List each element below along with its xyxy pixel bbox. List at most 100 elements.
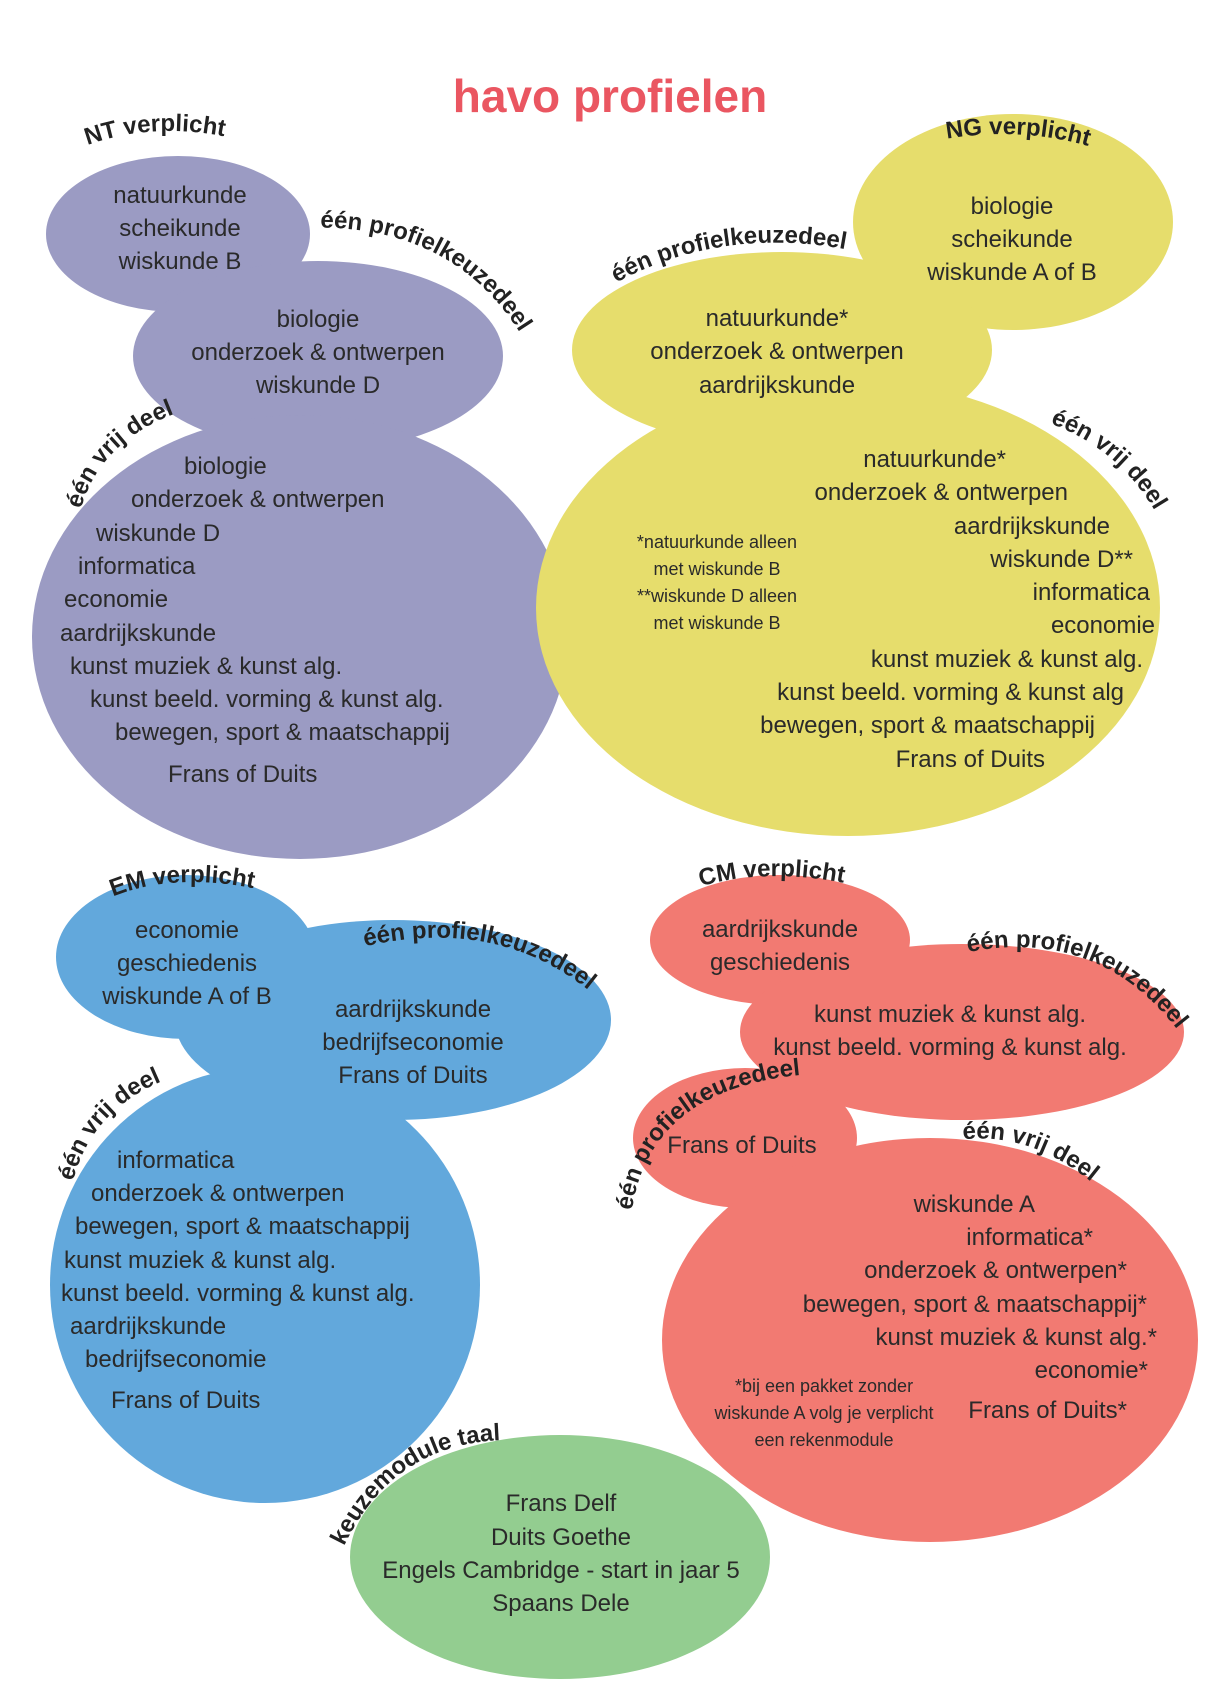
em-vrij-blob xyxy=(50,1067,480,1503)
footnote-line: *natuurkunde alleen xyxy=(637,532,797,552)
cm-footnote: *bij een pakket zonder wiskunde A volg j… xyxy=(713,1376,933,1450)
list-item: kunst beeld. vorming & kunst alg. xyxy=(61,1280,415,1307)
list-item: wiskunde A of B xyxy=(926,259,1096,286)
list-item: bewegen, sport & maatschappij xyxy=(115,719,450,746)
list-item: informatica xyxy=(78,553,196,580)
list-item: bewegen, sport & maatschappij* xyxy=(803,1291,1147,1318)
footnote-line: een rekenmodule xyxy=(754,1430,893,1450)
footnote-line: **wiskunde D alleen xyxy=(637,586,797,606)
list-item: wiskunde D xyxy=(95,520,220,547)
list-item: aardrijkskunde xyxy=(70,1313,226,1340)
list-item: Spaans Dele xyxy=(492,1590,629,1617)
list-item: Frans of Duits xyxy=(168,761,317,788)
ng-footnote: *natuurkunde alleen met wiskunde B **wis… xyxy=(637,532,797,633)
list-item: scheikunde xyxy=(119,215,240,242)
list-item: kunst beeld. vorming & kunst alg. xyxy=(90,686,444,713)
list-item: onderzoek & ontwerpen xyxy=(91,1180,345,1207)
list-item: economie xyxy=(1051,612,1155,639)
list-item: economie xyxy=(64,586,168,613)
ng-vrij-blob xyxy=(536,380,1160,836)
list-item: informatica xyxy=(117,1147,235,1174)
list-item: kunst beeld. vorming & kunst alg. xyxy=(773,1034,1127,1061)
list-item: natuurkunde* xyxy=(863,446,1006,473)
list-item: wiskunde D xyxy=(255,372,380,399)
em-profielkeuze-list: aardrijkskunde bedrijfseconomie Frans of… xyxy=(322,996,503,1089)
list-item: kunst muziek & kunst alg.* xyxy=(876,1324,1157,1351)
list-item: economie* xyxy=(1035,1357,1148,1384)
list-item: Frans Delf xyxy=(506,1490,617,1517)
list-item: kunst muziek & kunst alg. xyxy=(814,1001,1086,1028)
list-item: biologie xyxy=(971,193,1054,220)
taal-blob xyxy=(350,1435,770,1679)
list-item: natuurkunde* xyxy=(706,305,849,332)
list-item: aardrijkskunde xyxy=(699,372,855,399)
ng-profielkeuze-list: natuurkunde* onderzoek & ontwerpen aardr… xyxy=(650,305,904,399)
footnote-line: met wiskunde B xyxy=(653,613,780,633)
cm-shapes xyxy=(633,875,1198,1542)
list-item: geschiedenis xyxy=(710,949,850,976)
cm-profielkeuze1-blob xyxy=(740,944,1184,1120)
ng-vrij-list: natuurkunde* onderzoek & ontwerpen aardr… xyxy=(760,446,1155,773)
list-item: aardrijkskunde xyxy=(335,996,491,1023)
list-item: onderzoek & ontwerpen xyxy=(191,339,445,366)
list-item: onderzoek & ontwerpen* xyxy=(864,1257,1127,1284)
ng-shapes xyxy=(536,114,1173,836)
list-item: aardrijkskunde xyxy=(954,513,1110,540)
nt-profielkeuze-blob xyxy=(133,261,503,451)
list-item: scheikunde xyxy=(951,226,1072,253)
cm-profile: CM verplicht één profielkeuzedeel één pr… xyxy=(611,855,1198,1542)
list-item: Engels Cambridge - start in jaar 5 xyxy=(382,1557,740,1584)
list-item: biologie xyxy=(184,453,267,480)
list-item: geschiedenis xyxy=(117,950,257,977)
list-item: wiskunde B xyxy=(118,248,242,275)
list-item: wiskunde A xyxy=(913,1191,1035,1218)
cm-vrij-list: wiskunde A informatica* onderzoek & ontw… xyxy=(803,1191,1157,1424)
list-item: aardrijkskunde xyxy=(60,620,216,647)
nt-profielkeuze-list: biologie onderzoek & ontwerpen wiskunde … xyxy=(191,306,445,399)
em-profile: EM verplicht één profielkeuzedeel één vr… xyxy=(50,861,611,1503)
taal-module: keuzemodule taal Frans Delf Duits Goethe… xyxy=(325,1419,770,1679)
cm-profielkeuze2-list: Frans of Duits xyxy=(667,1132,816,1159)
list-item: wiskunde D** xyxy=(989,546,1133,573)
nt-vrij-list: biologie onderzoek & ontwerpen wiskunde … xyxy=(60,453,450,788)
footnote-line: *bij een pakket zonder xyxy=(735,1376,913,1396)
nt-verplicht-heading: NT verplicht xyxy=(81,110,228,151)
list-item: Frans of Duits xyxy=(338,1062,487,1089)
list-item: kunst muziek & kunst alg. xyxy=(871,646,1143,673)
list-item: kunst muziek & kunst alg. xyxy=(70,653,342,680)
taal-list: Frans Delf Duits Goethe Engels Cambridge… xyxy=(382,1490,740,1617)
list-item: informatica* xyxy=(966,1224,1093,1251)
list-item: bedrijfseconomie xyxy=(85,1346,266,1373)
list-item: Frans of Duits xyxy=(896,746,1045,773)
cm-profielkeuze1-list: kunst muziek & kunst alg. kunst beeld. v… xyxy=(773,1001,1127,1061)
list-item: Frans of Duits xyxy=(111,1387,260,1414)
list-item: onderzoek & ontwerpen xyxy=(650,338,904,365)
nt-verplicht-list: natuurkunde scheikunde wiskunde B xyxy=(113,182,246,275)
nt-profile: NT verplicht één profielkeuzedeel één vr… xyxy=(32,110,568,859)
list-item: bewegen, sport & maatschappij xyxy=(760,712,1095,739)
ng-verplicht-list: biologie scheikunde wiskunde A of B xyxy=(926,193,1096,286)
list-item: bewegen, sport & maatschappij xyxy=(75,1213,410,1240)
list-item: aardrijkskunde xyxy=(702,916,858,943)
list-item: onderzoek & ontwerpen xyxy=(815,479,1069,506)
list-item: natuurkunde xyxy=(113,182,246,209)
ng-verplicht-blob xyxy=(853,114,1173,330)
list-item: kunst beeld. vorming & kunst alg xyxy=(777,679,1124,706)
list-item: economie xyxy=(135,917,239,944)
list-item: Duits Goethe xyxy=(491,1524,631,1551)
footnote-line: wiskunde A volg je verplicht xyxy=(713,1403,933,1423)
em-shapes xyxy=(50,875,611,1503)
page-title: havo profielen xyxy=(453,70,767,122)
footnote-line: met wiskunde B xyxy=(653,559,780,579)
list-item: Frans of Duits xyxy=(667,1132,816,1159)
list-item: onderzoek & ontwerpen xyxy=(131,486,385,513)
list-item: biologie xyxy=(277,306,360,333)
em-verplicht-list: economie geschiedenis wiskunde A of B xyxy=(101,917,271,1010)
ng-profile: NG verplicht één profielkeuzedeel één vr… xyxy=(536,113,1173,836)
nt-shapes xyxy=(32,156,568,859)
nt-vrij-blob xyxy=(32,415,568,859)
em-vrij-list: informatica onderzoek & ontwerpen bewege… xyxy=(61,1147,415,1414)
list-item: kunst muziek & kunst alg. xyxy=(64,1247,336,1274)
cm-verplicht-list: aardrijkskunde geschiedenis xyxy=(702,916,858,976)
